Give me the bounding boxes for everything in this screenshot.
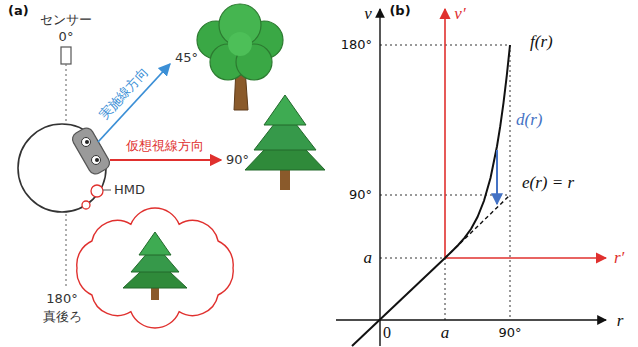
identity-line	[352, 258, 445, 346]
mapping-curve	[445, 45, 510, 258]
function-label: f(r)	[530, 33, 553, 52]
pine-tree	[245, 95, 325, 190]
axis-label: v	[364, 5, 372, 24]
v-axis	[379, 9, 380, 346]
function-label: d(r)	[516, 111, 542, 130]
angle-label: 180°	[46, 292, 77, 306]
difference-arrow	[496, 150, 498, 204]
panel-letter: (a)	[8, 4, 29, 18]
axis-label: v′	[454, 5, 465, 24]
tick-label: 0	[383, 324, 391, 342]
r-prime-axis	[445, 257, 606, 259]
v-prime-axis	[444, 9, 446, 258]
function-label: e(r) = r	[522, 174, 574, 193]
head	[18, 124, 112, 212]
direction-label: 仮想視線方向	[126, 139, 204, 153]
tick-label: a	[364, 249, 373, 268]
thought-bubble	[77, 185, 233, 328]
axis-label: r′	[614, 249, 624, 268]
panel-letter: (b)	[389, 4, 410, 18]
angle-label: 45°	[175, 51, 198, 65]
tick-label: 90°	[498, 326, 521, 340]
real-gaze-arrow	[98, 64, 170, 142]
axis-label: r	[617, 312, 624, 331]
tick-label: a	[441, 324, 450, 343]
deciduous-tree	[197, 4, 283, 110]
sensor-label: センサー	[40, 13, 92, 27]
angle-label: 0°	[59, 30, 74, 44]
tick-label: 90°	[349, 188, 372, 202]
virtual-gaze-arrow	[110, 159, 221, 161]
angle-label: 90°	[226, 153, 249, 167]
device-label: HMD	[114, 183, 145, 197]
tick-label: 180°	[341, 38, 372, 52]
direction-label: 真後ろ	[43, 310, 82, 324]
r-axis	[336, 319, 606, 320]
